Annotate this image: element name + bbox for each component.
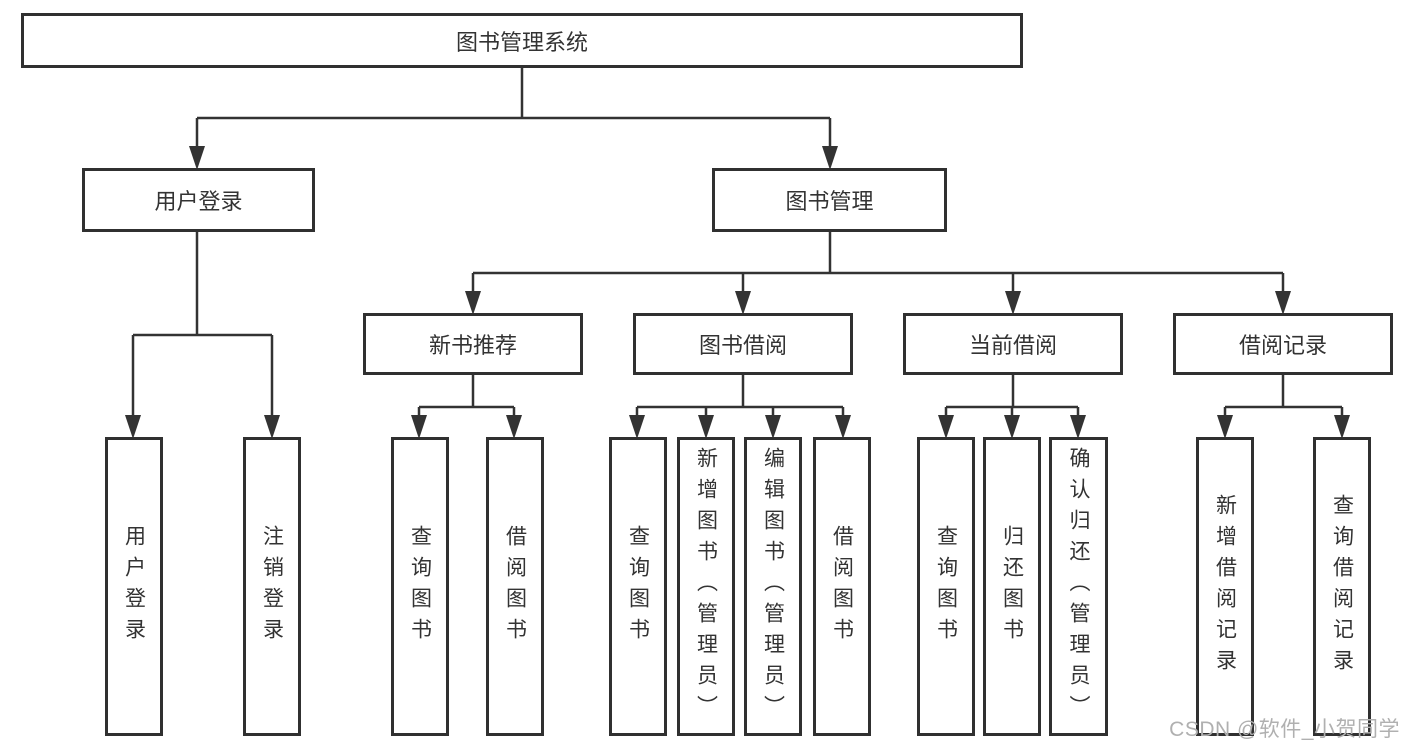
leaf-edit-book-admin: 编辑图书（管理员） — [744, 437, 802, 736]
leaf-add-book-admin: 新增图书（管理员） — [677, 437, 735, 736]
leaf-label: 新增借阅记录 — [1213, 493, 1237, 680]
leaf-label: 查询图书 — [408, 524, 432, 649]
leaf-label: 编辑图书（管理员） — [761, 447, 785, 726]
leaf-label: 新增图书（管理员） — [694, 447, 718, 726]
leaf-label: 查询图书 — [626, 524, 650, 649]
leaf-label: 注销登录 — [260, 524, 284, 649]
leaf-label: 确认归还（管理员） — [1067, 447, 1090, 726]
leaf-label: 归还图书 — [1000, 524, 1024, 649]
leaf-logout: 注销登录 — [243, 437, 301, 736]
leaf-label: 借阅图书 — [503, 524, 527, 649]
leaf-query-borrow-record: 查询借阅记录 — [1313, 437, 1371, 736]
node-label: 图书管理系统 — [455, 29, 588, 55]
leaf-add-borrow-record: 新增借阅记录 — [1196, 437, 1254, 736]
leaf-borrow-books-borrow: 借阅图书 — [813, 437, 871, 736]
leaf-query-books-recommend: 查询图书 — [391, 437, 449, 736]
node-current-borrow: 当前借阅 — [903, 313, 1123, 375]
arrowheads — [125, 146, 1350, 439]
leaf-borrow-books-recommend: 借阅图书 — [486, 437, 544, 736]
node-borrow-records: 借阅记录 — [1173, 313, 1393, 375]
node-user-login: 用户登录 — [82, 168, 315, 232]
leaf-confirm-return-admin: 确认归还（管理员） — [1049, 437, 1108, 736]
leaf-query-books-current: 查询图书 — [917, 437, 975, 736]
node-library-management-system: 图书管理系统 — [21, 13, 1023, 68]
leaf-query-books-borrow: 查询图书 — [609, 437, 667, 736]
leaf-label: 借阅图书 — [830, 524, 854, 649]
leaf-label: 查询图书 — [934, 524, 958, 649]
node-label: 当前借阅 — [968, 333, 1057, 358]
node-label: 用户登录 — [154, 189, 243, 214]
node-new-book-recommend: 新书推荐 — [363, 313, 583, 375]
node-book-management: 图书管理 — [712, 168, 947, 232]
node-label: 图书管理 — [785, 189, 874, 214]
node-book-borrow: 图书借阅 — [633, 313, 853, 375]
watermark: CSDN @软件_小贺同学 — [1169, 718, 1400, 741]
node-label: 新书推荐 — [428, 333, 517, 358]
node-label: 借阅记录 — [1238, 333, 1327, 358]
leaf-return-book: 归还图书 — [983, 437, 1041, 736]
node-label: 图书借阅 — [698, 333, 787, 358]
leaf-label: 查询借阅记录 — [1330, 493, 1354, 680]
leaf-user-login: 用户登录 — [105, 437, 163, 736]
leaf-label: 用户登录 — [122, 524, 146, 649]
